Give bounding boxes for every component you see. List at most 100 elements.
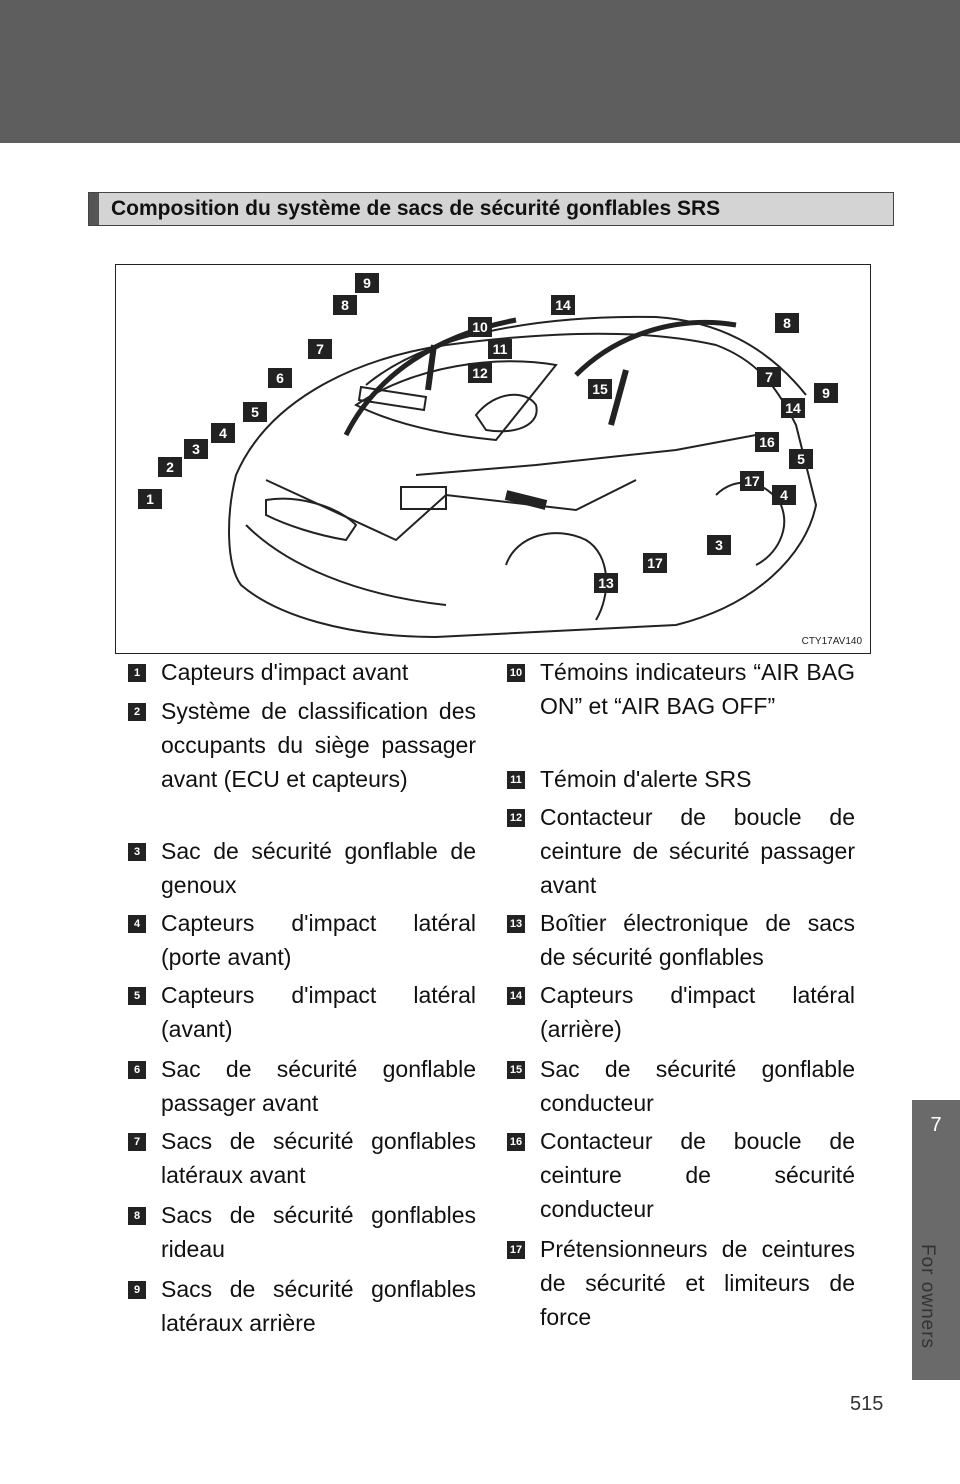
legend-text: Système de classification des occupants … xyxy=(161,698,476,792)
legend-text: Sacs de sécurité gonflables latéraux arr… xyxy=(161,1276,476,1336)
side-airbag-front-left xyxy=(425,344,437,391)
legend-text: Sacs de sécurité gonflables rideau xyxy=(161,1202,476,1262)
legend-text: Sac de sécurité gonflable conducteur xyxy=(540,1056,855,1116)
legend-text: Capteurs d'impact latéral (porte avant) xyxy=(161,910,476,970)
legend-marker: 11 xyxy=(507,771,525,789)
legend-marker: 6 xyxy=(128,1061,146,1079)
wiring-left xyxy=(265,479,637,542)
callout-14: 14 xyxy=(551,295,575,315)
legend-marker: 2 xyxy=(128,703,146,721)
legend-item-16: 16 Contacteur de boucle de ceinture de s… xyxy=(507,1124,855,1226)
legend-marker: 13 xyxy=(507,915,525,933)
callout-2: 2 xyxy=(158,457,182,477)
front-wheel xyxy=(505,532,608,621)
chapter-number: 7 xyxy=(930,1114,942,1136)
legend-text: Capteurs d'impact latéral (avant) xyxy=(161,982,476,1042)
legend-item-14: 14 Capteurs d'impact latéral (arrière) xyxy=(507,978,855,1046)
callout-9: 9 xyxy=(355,273,379,293)
legend-item-13: 13 Boîtier électronique de sacs de sécur… xyxy=(507,906,855,974)
legend-marker: 4 xyxy=(128,915,146,933)
chapter-label: For owners xyxy=(917,1244,938,1350)
legend-item-9: 9 Sacs de sécurité gonflables latéraux a… xyxy=(128,1272,476,1340)
callout-8: 8 xyxy=(333,295,357,315)
chapter-tab: 7 xyxy=(912,1100,960,1380)
legend-text: Prétensionneurs de ceintures de sécurité… xyxy=(540,1236,855,1330)
callout-4: 4 xyxy=(772,485,796,505)
legend-text: Capteurs d'impact latéral (arrière) xyxy=(540,982,855,1042)
legend-text: Témoin d'alerte SRS xyxy=(540,766,752,792)
legend-item-6: 6 Sac de sécurité gonflable passager ava… xyxy=(128,1052,476,1120)
knee-airbag xyxy=(504,490,548,510)
callout-13: 13 xyxy=(594,573,618,593)
legend-marker: 10 xyxy=(507,664,525,682)
callout-5: 5 xyxy=(243,402,267,422)
legend-item-11: 11 Témoin d'alerte SRS xyxy=(507,762,855,796)
side-airbag-front-right xyxy=(608,369,629,426)
header-band xyxy=(0,0,960,143)
callout-4: 4 xyxy=(211,423,235,443)
callout-10: 10 xyxy=(468,317,492,337)
legend-text: Sac de sécurité gonflable de genoux xyxy=(161,838,476,898)
legend-marker: 5 xyxy=(128,987,146,1005)
callout-16: 16 xyxy=(755,432,779,452)
legend-text: Témoins indicateurs “AIR BAG ON” et “AIR… xyxy=(540,659,855,719)
front-bumper xyxy=(245,524,447,606)
legend-marker: 9 xyxy=(128,1281,146,1299)
legend-item-17: 17 Prétensionneurs de ceintures de sécur… xyxy=(507,1232,855,1334)
legend-marker: 12 xyxy=(507,809,525,827)
callout-17: 17 xyxy=(740,471,764,491)
callout-11: 11 xyxy=(488,339,512,359)
callout-14: 14 xyxy=(781,398,805,418)
legend-item-12: 12 Contacteur de boucle de ceinture de s… xyxy=(507,800,855,902)
legend-marker: 15 xyxy=(507,1061,525,1079)
callout-15: 15 xyxy=(588,379,612,399)
curtain-airbag-right xyxy=(574,320,737,377)
callout-7: 7 xyxy=(308,339,332,359)
driver-airbag xyxy=(474,393,538,433)
legend-marker: 17 xyxy=(507,1241,525,1259)
callout-9: 9 xyxy=(814,383,838,403)
callout-12: 12 xyxy=(468,363,492,383)
car-body-outline xyxy=(228,332,818,639)
legend-text: Sac de sécurité gonflable passager avant xyxy=(161,1056,476,1116)
legend-text: Capteurs d'impact avant xyxy=(161,659,409,685)
wiring-right xyxy=(415,434,757,476)
legend-marker: 1 xyxy=(128,664,146,682)
legend-marker: 16 xyxy=(507,1133,525,1151)
section-heading: Composition du système de sacs de sécuri… xyxy=(88,192,894,226)
legend-text: Contacteur de boucle de ceinture de sécu… xyxy=(540,1128,855,1222)
legend-marker: 7 xyxy=(128,1133,146,1151)
car-diagram xyxy=(228,315,818,639)
section-heading-text: Composition du système de sacs de sécuri… xyxy=(111,197,721,220)
legend-item-15: 15 Sac de sécurité gonflable conducteur xyxy=(507,1052,855,1120)
legend-text: Boîtier électronique de sacs de sécurité… xyxy=(540,910,855,970)
legend-text: Contacteur de boucle de ceinture de sécu… xyxy=(540,804,855,898)
legend-item-3: 3 Sac de sécurité gonflable de genoux xyxy=(128,834,476,902)
legend-item-2: 2 Système de classification des occupant… xyxy=(128,694,476,796)
page-number: 515 xyxy=(850,1393,884,1415)
legend-marker: 8 xyxy=(128,1207,146,1225)
windshield xyxy=(354,360,558,442)
callout-5: 5 xyxy=(789,449,813,469)
legend-item-10: 10 Témoins indicateurs “AIR BAG ON” et “… xyxy=(507,655,855,723)
legend-item-5: 5 Capteurs d'impact latéral (avant) xyxy=(128,978,476,1046)
figure-code: CTY17AV140 xyxy=(801,636,862,647)
legend-text: Sacs de sécurité gonflables latéraux ava… xyxy=(161,1128,476,1188)
legend-item-8: 8 Sacs de sécurité gonflables rideau xyxy=(128,1198,476,1266)
callout-7: 7 xyxy=(757,367,781,387)
callout-3: 3 xyxy=(184,439,208,459)
callout-1: 1 xyxy=(138,489,162,509)
legend-marker: 3 xyxy=(128,843,146,861)
legend-item-4: 4 Capteurs d'impact latéral (porte avant… xyxy=(128,906,476,974)
callout-17: 17 xyxy=(643,553,667,573)
callout-3: 3 xyxy=(707,535,731,555)
legend-marker: 14 xyxy=(507,987,525,1005)
legend-item-7: 7 Sacs de sécurité gonflables latéraux a… xyxy=(128,1124,476,1192)
airbag-ecu xyxy=(400,486,447,510)
legend-item-1: 1 Capteurs d'impact avant xyxy=(128,655,476,689)
callout-8: 8 xyxy=(775,313,799,333)
callout-6: 6 xyxy=(268,368,292,388)
airbag-system-figure: 9 8 14 10 8 7 11 6 12 7 15 9 5 14 4 16 3… xyxy=(115,264,871,654)
headlight xyxy=(265,497,358,542)
passenger-airbag xyxy=(357,385,428,412)
